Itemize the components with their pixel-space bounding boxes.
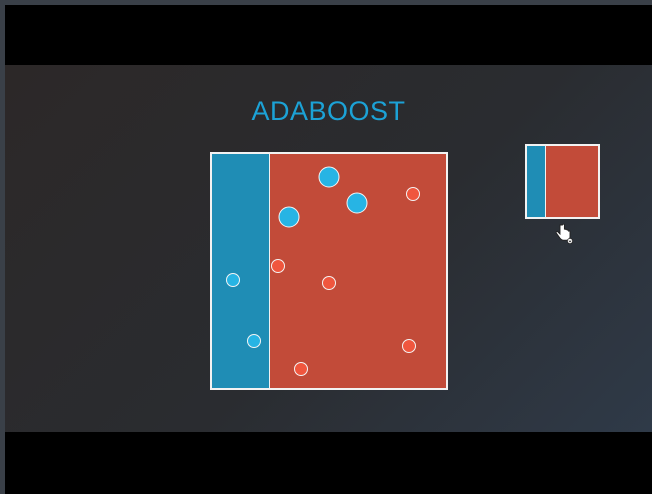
blue-region — [212, 154, 269, 388]
red-region — [269, 154, 446, 388]
thumbnail-blue-region — [527, 146, 545, 217]
slide-title: ADABOOST — [251, 96, 406, 126]
thumbnail-red-region — [545, 146, 598, 217]
window-frame-top — [0, 0, 652, 5]
blue-data-point — [318, 166, 340, 188]
blue-data-point — [278, 206, 300, 228]
classifier-plot — [210, 152, 448, 390]
red-data-point — [322, 275, 336, 290]
blue-data-point — [346, 192, 368, 214]
window-frame-left — [0, 0, 5, 494]
weak-learner-thumbnail[interactable] — [525, 144, 600, 219]
video-slide[interactable]: ADABOOST — [5, 65, 652, 432]
blue-data-point — [226, 273, 241, 288]
letterbox-bottom — [5, 432, 652, 494]
red-data-point — [293, 362, 308, 377]
red-data-point — [406, 186, 421, 201]
blue-data-point — [247, 334, 262, 349]
hand-pointer-icon — [554, 222, 574, 244]
red-data-point — [401, 338, 416, 353]
red-data-point — [270, 259, 285, 274]
letterbox-top — [5, 5, 652, 65]
